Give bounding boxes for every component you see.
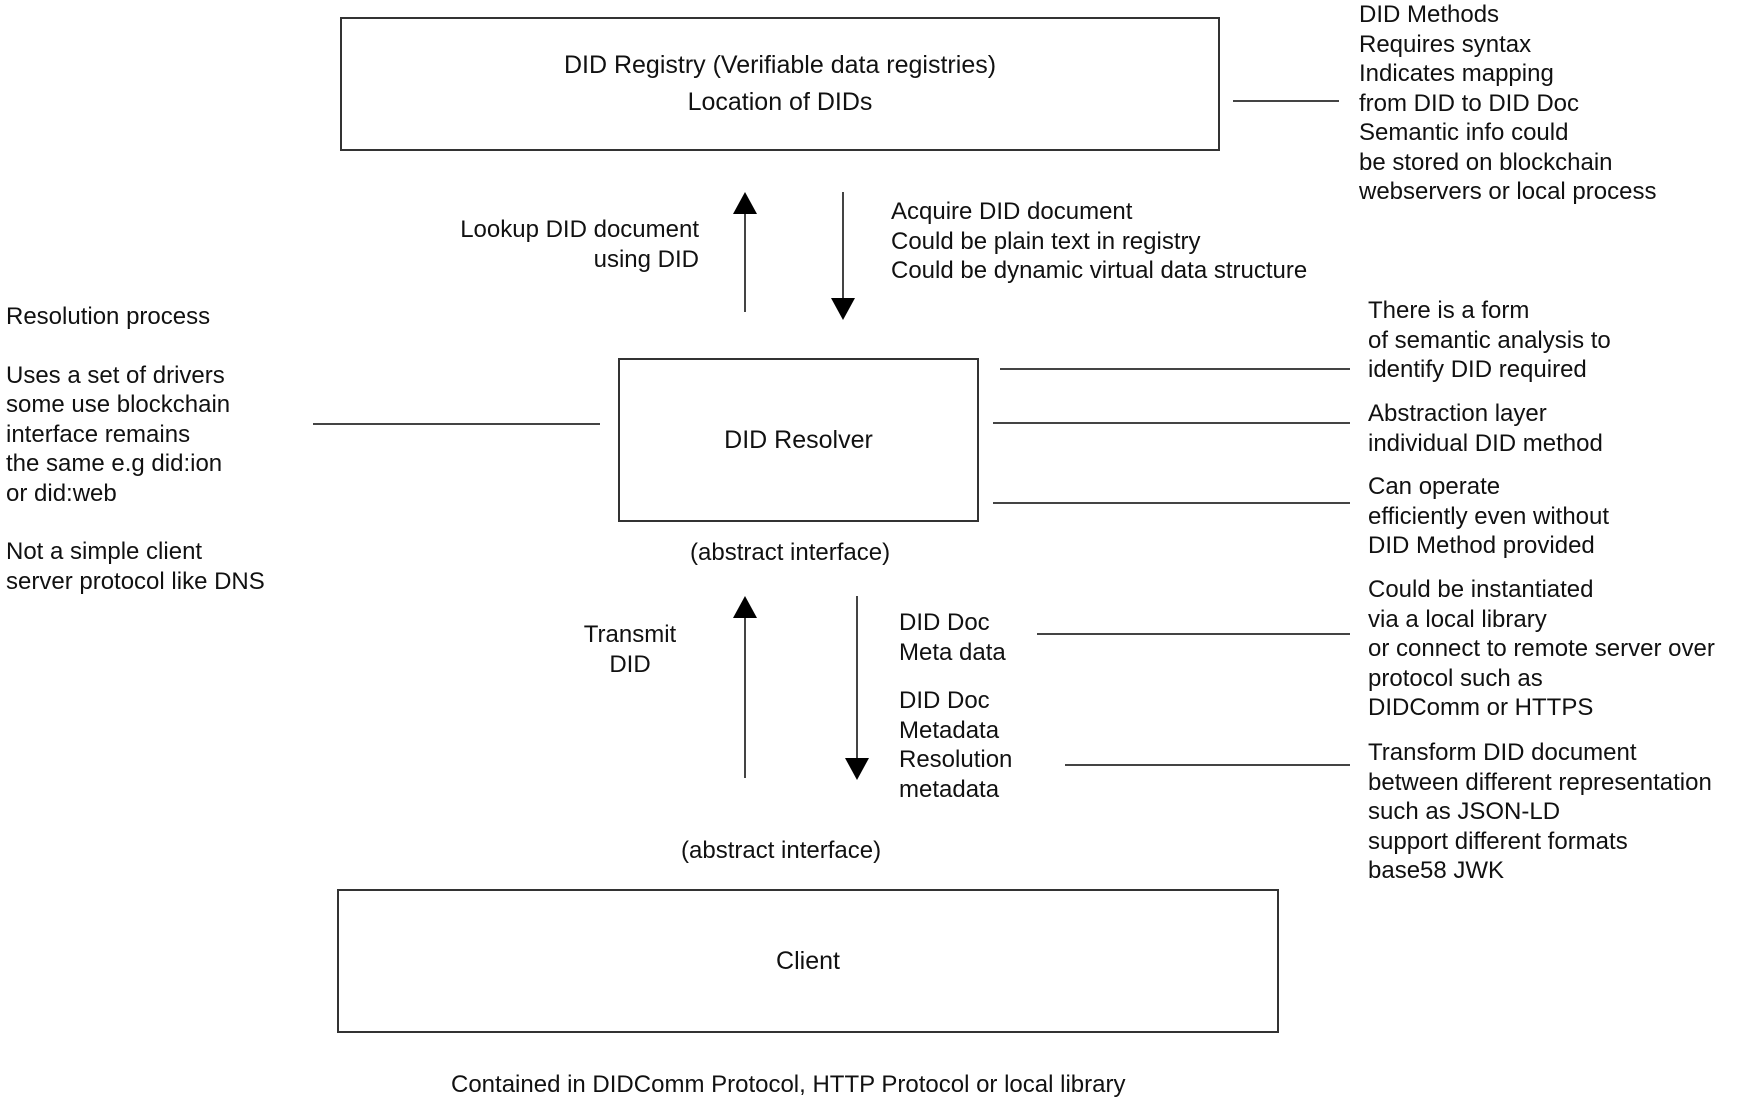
label-line: Acquire DID document bbox=[891, 198, 1133, 225]
note-line: Requires syntax bbox=[1359, 30, 1532, 58]
label-line: DID Doc bbox=[899, 609, 990, 636]
transmit-arrowhead bbox=[733, 596, 757, 618]
abstraction-note: Abstraction layer individual DID method bbox=[1368, 399, 1603, 458]
doc-metadata-label: DID Doc Metadata Resolution metadata bbox=[899, 686, 1012, 804]
note-line: Abstraction layer bbox=[1368, 400, 1547, 427]
lookup-arrowhead bbox=[733, 192, 757, 214]
label-line: DID Doc bbox=[899, 687, 990, 714]
note-line: or connect to remote server over bbox=[1368, 635, 1715, 662]
note-line: Semantic info could bbox=[1359, 119, 1569, 146]
note-line: be stored on blockchain bbox=[1359, 148, 1613, 176]
note-line: Could be instantiated bbox=[1368, 576, 1594, 603]
acquire-arrowhead bbox=[831, 298, 855, 320]
note-line: identify DID required bbox=[1368, 356, 1587, 383]
note-line: such as JSON-LD bbox=[1368, 798, 1561, 825]
note-line: between different representation bbox=[1368, 768, 1712, 796]
label-line: Could be dynamic virtual data structure bbox=[891, 257, 1308, 284]
label-line: Could be plain text in registry bbox=[891, 227, 1201, 255]
label-line: metadata bbox=[899, 775, 1000, 803]
label-line: Lookup DID document bbox=[460, 216, 699, 243]
did-resolver-box: DID Resolver bbox=[618, 358, 979, 522]
note-line: Indicates mapping bbox=[1359, 60, 1554, 87]
did-registry-box: DID Registry (Verifiable data registries… bbox=[340, 17, 1220, 151]
note-line: of semantic analysis to bbox=[1368, 326, 1611, 354]
transform-note: Transform DID document between different… bbox=[1368, 738, 1712, 886]
doc-arrowhead bbox=[845, 758, 869, 780]
note-line: individual DID method bbox=[1368, 429, 1603, 457]
acquire-label: Acquire DID document Could be plain text… bbox=[891, 197, 1307, 286]
note-line: the same e.g did:ion bbox=[6, 450, 223, 477]
note-line: efficiently even without bbox=[1368, 502, 1610, 530]
note-line: DID Methods bbox=[1359, 1, 1500, 28]
label-line: DID bbox=[609, 650, 651, 678]
note-line: from DID to DID Doc bbox=[1359, 89, 1580, 117]
label-line: Transmit bbox=[583, 621, 677, 648]
lookup-label: Lookup DID document using DID bbox=[460, 215, 699, 274]
abstract-interface-lower: (abstract interface) bbox=[681, 837, 882, 864]
operate-note: Can operate efficiently even without DID… bbox=[1368, 472, 1609, 561]
note-line: DID Method provided bbox=[1368, 532, 1595, 559]
registry-subtitle: Location of DIDs bbox=[687, 88, 873, 116]
did-methods-note: DID Methods Requires syntax Indicates ma… bbox=[1359, 0, 1656, 207]
note-line: Uses a set of drivers bbox=[6, 361, 225, 389]
registry-title: DID Registry (Verifiable data registries… bbox=[563, 51, 997, 79]
note-line: support different formats bbox=[1368, 827, 1628, 855]
footer-caption: Contained in DIDComm Protocol, HTTP Prot… bbox=[451, 1071, 1126, 1098]
note-line: some use blockchain bbox=[6, 391, 231, 418]
note-line: Transform DID document bbox=[1368, 739, 1637, 766]
note-line: Not a simple client bbox=[6, 538, 203, 565]
label-line: Resolution bbox=[899, 746, 1013, 773]
client-label: Client bbox=[776, 946, 840, 975]
note-line: protocol such as bbox=[1368, 664, 1543, 692]
resolution-note: Resolution process Uses a set of drivers… bbox=[6, 302, 265, 596]
note-line: webservers or local process bbox=[1359, 178, 1657, 205]
note-line: Can operate bbox=[1368, 473, 1501, 500]
doc-meta-label: DID Doc Meta data bbox=[899, 608, 1006, 667]
resolver-label: DID Resolver bbox=[724, 425, 873, 454]
note-line: or did:web bbox=[6, 479, 117, 507]
note-line: DIDComm or HTTPS bbox=[1368, 694, 1594, 721]
label-line: Metadata bbox=[899, 716, 1000, 744]
note-line: server protocol like DNS bbox=[6, 567, 265, 595]
label-line: Meta data bbox=[899, 638, 1006, 666]
note-line: There is a form bbox=[1368, 297, 1530, 324]
note-line: base58 JWK bbox=[1368, 857, 1505, 884]
transmit-label: Transmit DID bbox=[575, 620, 685, 679]
note-line: interface remains bbox=[6, 420, 191, 448]
note-line: via a local library bbox=[1368, 605, 1547, 633]
label-line: using DID bbox=[593, 245, 699, 273]
semantic-note: There is a form of semantic analysis to … bbox=[1368, 296, 1611, 385]
client-box: Client bbox=[337, 889, 1279, 1033]
instantiate-note: Could be instantiated via a local librar… bbox=[1368, 575, 1715, 723]
abstract-interface-upper: (abstract interface) bbox=[690, 539, 891, 566]
resolution-title: Resolution process bbox=[6, 303, 211, 330]
